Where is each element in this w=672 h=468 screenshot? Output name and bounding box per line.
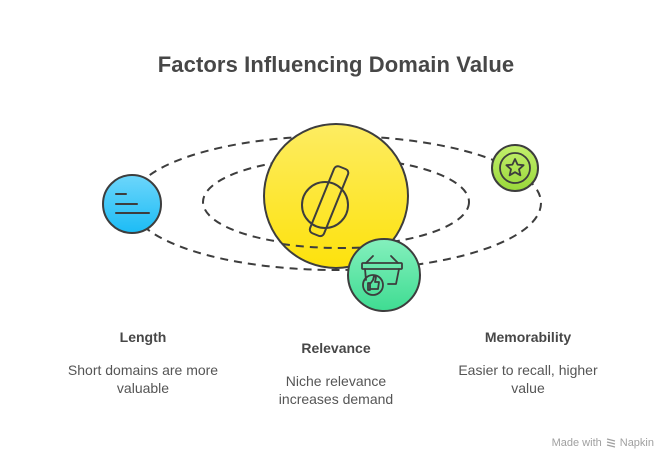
footer-prefix: Made with xyxy=(551,437,602,449)
memorability-node xyxy=(491,144,539,192)
napkin-watermark: Made with Napkin xyxy=(552,437,654,449)
center-domain-node xyxy=(263,123,409,269)
text-lines-icon xyxy=(115,193,150,214)
factor-description: Short domains are more valuable xyxy=(43,361,243,397)
domain-d-icon xyxy=(301,165,350,238)
basket-thumbs-up-icon xyxy=(361,255,403,296)
factor-title: Memorability xyxy=(484,329,572,345)
factor-title: Relevance xyxy=(301,340,371,356)
description-line: value xyxy=(511,380,545,396)
description-line: increases demand xyxy=(278,391,394,407)
description-line: Easier to recall, higher xyxy=(458,362,598,378)
description-line: Short domains are more xyxy=(67,362,219,378)
factor-memorability: Memorability Easier to recall, higher va… xyxy=(428,329,628,397)
description-line: Niche relevance xyxy=(285,373,387,389)
relevance-node xyxy=(347,238,421,312)
napkin-logo-icon xyxy=(606,438,615,448)
inner-orbit-front xyxy=(281,243,393,250)
footer-brand: Napkin xyxy=(619,437,654,449)
star-icon xyxy=(505,158,525,177)
factor-title: Length xyxy=(119,329,167,345)
factor-relevance: Relevance Niche relevance increases dema… xyxy=(236,340,436,408)
factor-description: Niche relevance increases demand xyxy=(236,372,436,408)
factor-description: Easier to recall, higher value xyxy=(428,361,628,397)
page-title: Factors Influencing Domain Value xyxy=(157,52,515,77)
length-node xyxy=(102,174,162,234)
description-line: valuable xyxy=(116,380,170,396)
factor-length: Length Short domains are more valuable xyxy=(43,329,243,397)
